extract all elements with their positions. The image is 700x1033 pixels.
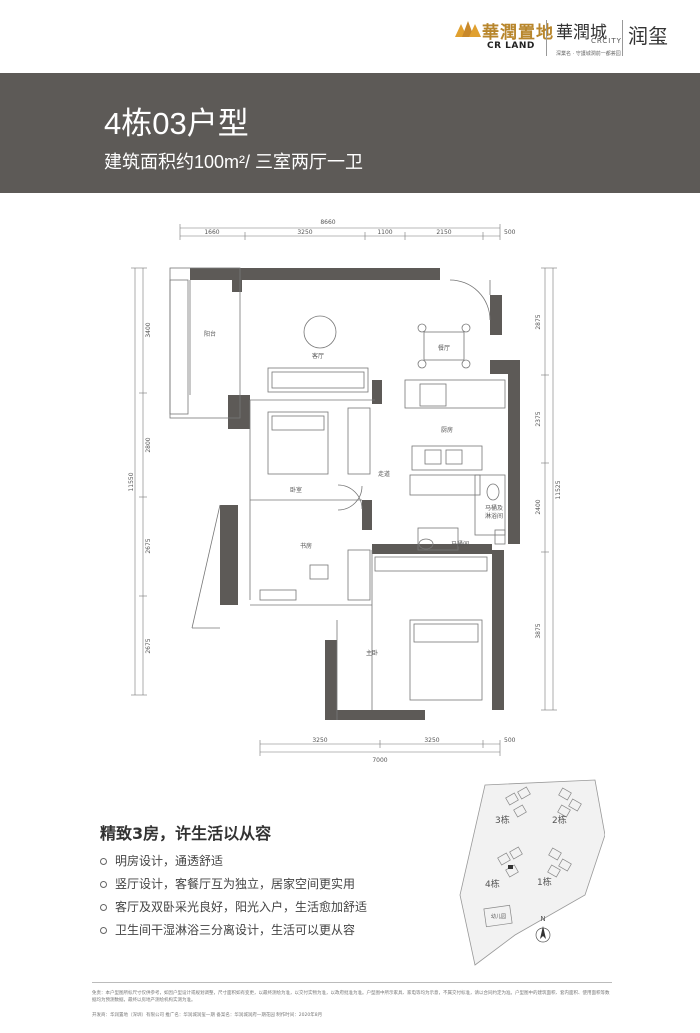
room-living: 客厅 <box>312 352 324 360</box>
brand-en: CR LAND <box>487 41 535 51</box>
building-1-label: 1栋 <box>537 876 552 888</box>
dim-right-total: 11525 <box>555 480 562 499</box>
bullet-icon <box>100 858 107 865</box>
svg-text:N: N <box>540 915 545 923</box>
dim-top-2: 3250 <box>297 229 312 236</box>
dim-right-1: 2875 <box>535 314 542 329</box>
crcity-logo-cn: 華潤城 <box>556 23 607 43</box>
room-corridor: 走道 <box>378 470 390 478</box>
title-banner <box>0 73 700 193</box>
site-map: 3栋 2栋 4栋 1栋 幼儿园 N <box>455 775 606 970</box>
north-arrow-icon: N <box>535 915 551 943</box>
disclaimer-text: 免责：本户型图所标尺寸仅供参考，如因户型设计或规划调整，尺寸面积如有变更，以最终… <box>92 991 610 1003</box>
room-wc-shower: 马桶及 <box>485 504 503 512</box>
room-master: 主卧 <box>366 649 378 657</box>
developer-info: 开发商：华润置地（深圳）有限公司 推广名：华润城润玺一期 备案名：华润城润府一期… <box>92 1013 323 1018</box>
project-logo: 润玺 <box>628 24 668 48</box>
brand-cn: 華潤置地 <box>482 23 554 43</box>
cr-land-logo-icon <box>455 21 481 37</box>
feature-item: 客厅及双卧采光良好，阳光入户，生活愈加舒适 <box>100 898 367 915</box>
building-2-label: 2栋 <box>552 814 567 826</box>
room-kitchen: 厨房 <box>441 426 453 434</box>
crcity-logo-en: CRCITY <box>591 37 622 45</box>
floor-plan: 8660 1660 3250 1100 2150 500 3250 3250 5… <box>120 210 580 780</box>
dim-right-3: 2400 <box>535 499 542 514</box>
bullet-icon <box>100 904 107 911</box>
dim-left-total: 11550 <box>128 472 135 491</box>
bullet-icon <box>100 881 107 888</box>
kindergarten-label: 幼儿园 <box>491 913 506 920</box>
disclaimer-divider <box>92 982 612 983</box>
room-dining: 餐厅 <box>438 344 450 352</box>
unit-subtitle: 建筑面积约100m²/ 三室两厅一卫 <box>104 152 364 172</box>
unit-title: 4栋03户型 <box>104 106 249 141</box>
dim-left-1: 3400 <box>145 322 152 337</box>
site-map-drawing: 3栋 2栋 4栋 1栋 幼儿园 N <box>459 779 606 966</box>
dim-bottom-2: 3250 <box>424 737 439 744</box>
crcity-logo-sub: 深業名 · 守護城潤前一都荟园 <box>556 51 621 57</box>
bullet-icon <box>100 927 107 934</box>
dim-top-total: 8660 <box>320 219 335 226</box>
feature-item: 明房设计，通透舒适 <box>100 852 223 869</box>
dim-top-4: 2150 <box>436 229 451 236</box>
floor-plan-drawing: 8660 1660 3250 1100 2150 500 3250 3250 5… <box>128 219 562 764</box>
dim-top-3: 1100 <box>377 229 392 236</box>
dim-bottom-1: 3250 <box>312 737 327 744</box>
room-wc-shower-2: 淋浴间 <box>485 512 503 520</box>
building-4-marker <box>508 865 513 869</box>
dim-left-4: 2675 <box>145 638 152 653</box>
room-study: 书房 <box>300 542 312 550</box>
building-3-label: 3栋 <box>495 814 510 826</box>
room-bedroom: 卧室 <box>290 486 302 494</box>
dim-top-5: 500 <box>504 229 516 236</box>
features-title: 精致3房，许生活以从容 <box>100 824 272 843</box>
divider <box>546 20 547 56</box>
dim-right-4: 3875 <box>535 623 542 638</box>
room-wash: 马桶间 <box>451 540 469 548</box>
dim-left-2: 2800 <box>145 437 152 452</box>
feature-item: 卫生间干湿淋浴三分离设计，生活可以更从容 <box>100 921 355 938</box>
dim-bottom-total: 7000 <box>372 757 387 764</box>
dim-top-1: 1660 <box>204 229 219 236</box>
dim-right-2: 2375 <box>535 411 542 426</box>
building-4-label: 4栋 <box>485 878 500 890</box>
divider <box>622 20 623 56</box>
room-balcony: 阳台 <box>204 330 216 338</box>
feature-item: 竖厅设计，客餐厅互为独立，居家空间更实用 <box>100 875 355 892</box>
dim-bottom-3: 500 <box>504 737 516 744</box>
dim-left-3: 2675 <box>145 538 152 553</box>
